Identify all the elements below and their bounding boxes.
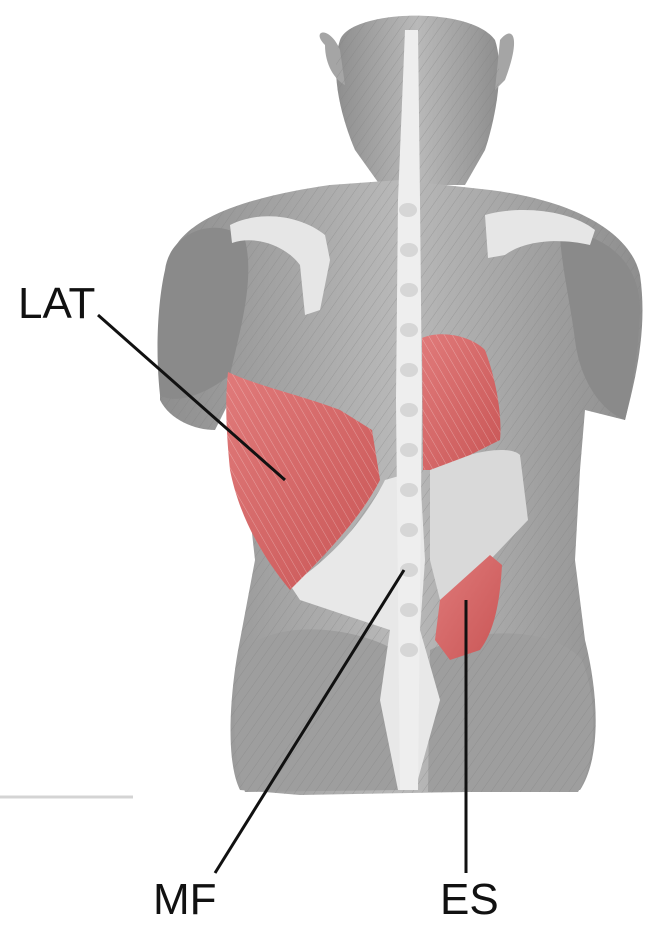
mf-label: MF xyxy=(153,878,217,922)
lat-label: LAT xyxy=(18,282,95,326)
es-label: ES xyxy=(440,878,499,922)
